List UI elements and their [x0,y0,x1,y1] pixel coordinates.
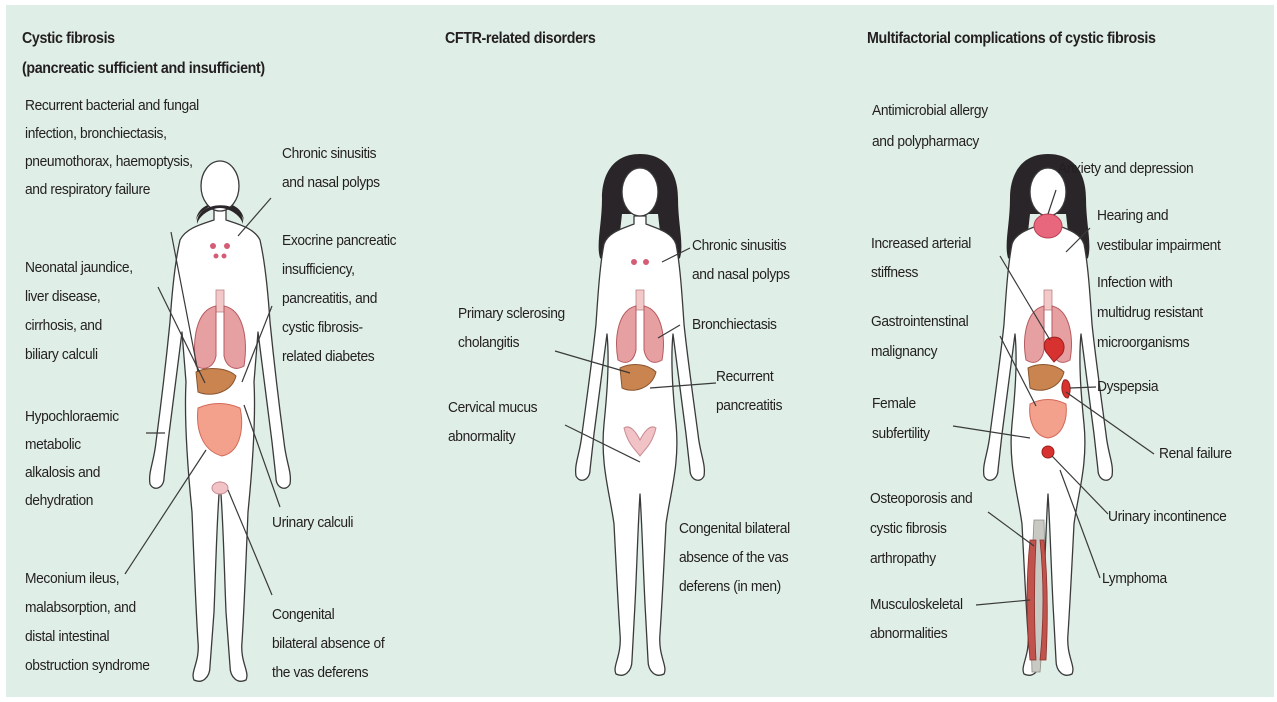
label-sinusitis-2: and nasal polyps [282,172,380,194]
p2-label-vas-2: absence of the vas [679,547,788,569]
p2-label-vas-3: deferens (in men) [679,576,781,598]
label-alkalosis-3: alkalosis and [25,462,100,484]
label-alkalosis-1: Hypochloraemic [25,406,119,428]
label-vas-3: the vas deferens [272,662,368,684]
label-alkalosis-2: metabolic [25,434,81,456]
p2-label-pancreatitis-2: pancreatitis [716,395,782,417]
label-respiratory-1: Recurrent bacterial and fungal [25,95,199,117]
p3-label-anxiety: Anxiety and depression [1058,158,1193,180]
panel3-body [984,154,1113,675]
p3-label-musculoskeletal-1: Musculoskeletal [870,594,963,616]
label-vas-2: bilateral absence of [272,633,384,655]
panel1-subtitle: (pancreatic sufficient and insufficient) [22,58,265,80]
label-pancreatic-3: pancreatitis, and [282,288,377,310]
p3-label-subfertility-2: subfertility [872,423,930,445]
label-alkalosis-4: dehydration [25,490,93,512]
p3-label-musculoskeletal-2: abnormalities [870,623,947,645]
p3-label-hearing-1: Hearing and [1097,205,1168,227]
p3-label-allergy-2: and polypharmacy [872,131,979,153]
label-liver-1: Neonatal jaundice, [25,257,133,279]
p2-label-cholangitis-1: Primary sclerosing [458,303,565,325]
panel1-body [150,161,291,681]
label-meconium-2: malabsorption, and [25,597,136,619]
p3-label-renal: Renal failure [1159,443,1232,465]
label-pancreatic-4: cystic fibrosis- [282,317,363,339]
p3-label-osteoporosis-3: arthropathy [870,548,936,570]
p3-label-gi-2: malignancy [871,341,937,363]
p2-label-sinusitis-2: and nasal polyps [692,264,790,286]
p3-label-lymphoma: Lymphoma [1102,568,1167,590]
label-pancreatic-5: related diabetes [282,346,374,368]
label-vas-1: Congenital [272,604,334,626]
label-respiratory-4: and respiratory failure [25,179,150,201]
label-meconium-1: Meconium ileus, [25,568,119,590]
p3-label-osteoporosis-1: Osteoporosis and [870,488,972,510]
p3-label-gi-1: Gastrointenstinal [871,311,968,333]
p3-label-arterial-2: stiffness [871,262,918,284]
p3-label-hearing-2: vestibular impairment [1097,235,1220,257]
label-sinusitis-1: Chronic sinusitis [282,143,376,165]
panel1-title: Cystic fibrosis [22,28,115,50]
label-liver-3: cirrhosis, and [25,315,102,337]
p2-label-pancreatitis-1: Recurrent [716,366,773,388]
label-meconium-4: obstruction syndrome [25,655,150,677]
p3-label-dyspepsia: Dyspepsia [1097,376,1158,398]
label-pancreatic-1: Exocrine pancreatic [282,230,396,252]
label-respiratory-2: infection, bronchiectasis, [25,123,167,145]
panel3-title: Multifactorial complications of cystic f… [867,28,1156,50]
label-meconium-3: distal intestinal [25,626,109,648]
label-urinary: Urinary calculi [272,512,353,534]
p2-label-cholangitis-2: cholangitis [458,332,519,354]
p3-label-subfertility-1: Female [872,393,916,415]
panel2-title: CFTR-related disorders [445,28,595,50]
p2-label-vas-1: Congenital bilateral [679,518,790,540]
p3-label-osteoporosis-2: cystic fibrosis [870,518,947,540]
p3-label-infection-3: microorganisms [1097,332,1189,354]
p2-label-sinusitis-1: Chronic sinusitis [692,235,786,257]
p2-label-cervical-1: Cervical mucus [448,397,537,419]
p3-label-infection-2: multidrug resistant [1097,302,1203,324]
label-liver-4: biliary calculi [25,344,98,366]
p3-label-arterial-1: Increased arterial [871,233,971,255]
p3-label-incontinence: Urinary incontinence [1108,506,1226,528]
p2-label-cervical-2: abnormality [448,426,515,448]
p3-label-infection-1: Infection with [1097,272,1172,294]
label-respiratory-3: pneumothorax, haemoptysis, [25,151,193,173]
label-liver-2: liver disease, [25,286,100,308]
label-pancreatic-2: insufficiency, [282,259,355,281]
p3-label-allergy-1: Antimicrobial allergy [872,100,988,122]
p2-label-bronchiectasis: Bronchiectasis [692,314,777,336]
